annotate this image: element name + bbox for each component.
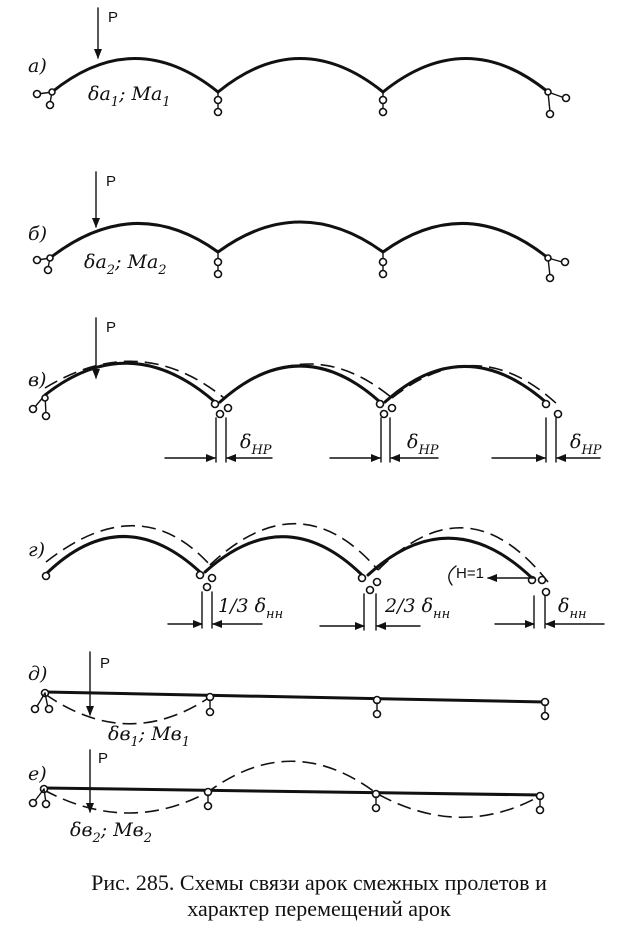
force-label: P	[100, 655, 110, 672]
support-right	[527, 575, 551, 629]
support-left	[30, 688, 54, 714]
panel-a-label: δa1; Ma1	[88, 83, 171, 110]
panel-a: а) P δa1; Ma1	[28, 7, 571, 119]
arch-span-1	[44, 535, 202, 576]
support-left	[41, 571, 51, 581]
caption-line-1: Рис. 285. Схемы связи арок смежных проле…	[91, 870, 547, 895]
h-label-bracket	[448, 565, 457, 586]
support-mid-1	[210, 399, 233, 463]
beam	[42, 786, 542, 797]
support-mid-1	[203, 787, 213, 811]
panel-e-letter: е)	[28, 763, 47, 785]
support-left	[28, 784, 51, 809]
arch-span-3	[383, 365, 550, 406]
arch-span-3	[366, 536, 534, 580]
force-label: P	[106, 319, 116, 336]
deformed-arch-3	[391, 364, 559, 406]
panel-b-letter: б)	[28, 223, 47, 245]
arch-span-3	[381, 222, 550, 260]
support-right	[544, 88, 571, 119]
h-label: H=1	[456, 565, 484, 582]
support-right	[541, 399, 563, 463]
disp-label: δHP	[570, 431, 602, 458]
rigid-joint-2	[375, 246, 391, 252]
panel-d: д) P δв1; Mв1	[28, 651, 550, 750]
arch-span-1	[48, 221, 220, 260]
panel-d-label: δв1; Mв1	[108, 723, 190, 750]
force-label: P	[106, 173, 116, 190]
caption-line-2: характер перемещений арок	[187, 896, 451, 921]
support-mid-1	[213, 91, 223, 117]
support-right	[535, 791, 545, 815]
deflection-curve	[44, 693, 211, 725]
panel-e: е) P δв2; Mв2	[28, 749, 545, 846]
support-left	[32, 88, 56, 110]
panel-g-letter: г)	[28, 539, 45, 561]
deformed-arch-1	[45, 525, 211, 566]
disp-label: δнн	[558, 595, 587, 622]
support-mid-2	[371, 789, 381, 813]
arch-span-3	[381, 57, 550, 94]
panel-v-letter: в)	[28, 369, 46, 391]
panel-d-letter: д)	[28, 663, 47, 685]
arch-span-2	[216, 220, 385, 254]
support-mid-2	[357, 573, 382, 631]
arch-span-2	[218, 364, 382, 404]
support-mid-1	[213, 253, 223, 279]
deformed-arch-2	[209, 522, 379, 571]
arch-span-2	[203, 535, 364, 577]
support-mid-2	[372, 695, 382, 719]
support-mid-2	[375, 399, 397, 463]
support-left	[28, 394, 51, 421]
panel-b-label: δa2; Ma2	[84, 251, 167, 278]
beam	[43, 690, 547, 704]
support-right	[544, 254, 570, 283]
support-right	[540, 697, 550, 721]
support-mid-2	[378, 91, 388, 117]
panel-b: б) P δa2; Ma2	[28, 171, 570, 283]
support-mid-2	[378, 253, 388, 279]
panel-e-label: δв2; Mв2	[70, 819, 152, 846]
arch-span-1	[50, 57, 220, 94]
support-mid-1	[195, 570, 217, 629]
force-label: P	[108, 9, 118, 26]
panel-a-letter: а)	[28, 55, 47, 77]
rigid-joint-1	[210, 246, 226, 252]
support-mid-1	[205, 692, 215, 717]
arch-span-1	[43, 361, 217, 404]
arch-span-2	[216, 57, 385, 94]
force-label: P	[98, 750, 108, 767]
disp-label: δHP	[407, 431, 439, 458]
panel-v: в) P δHP	[28, 317, 602, 463]
deflection-curve	[43, 760, 541, 819]
disp-label: δHP	[240, 431, 272, 458]
support-left	[32, 254, 54, 275]
deformed-arch-1	[44, 360, 225, 399]
